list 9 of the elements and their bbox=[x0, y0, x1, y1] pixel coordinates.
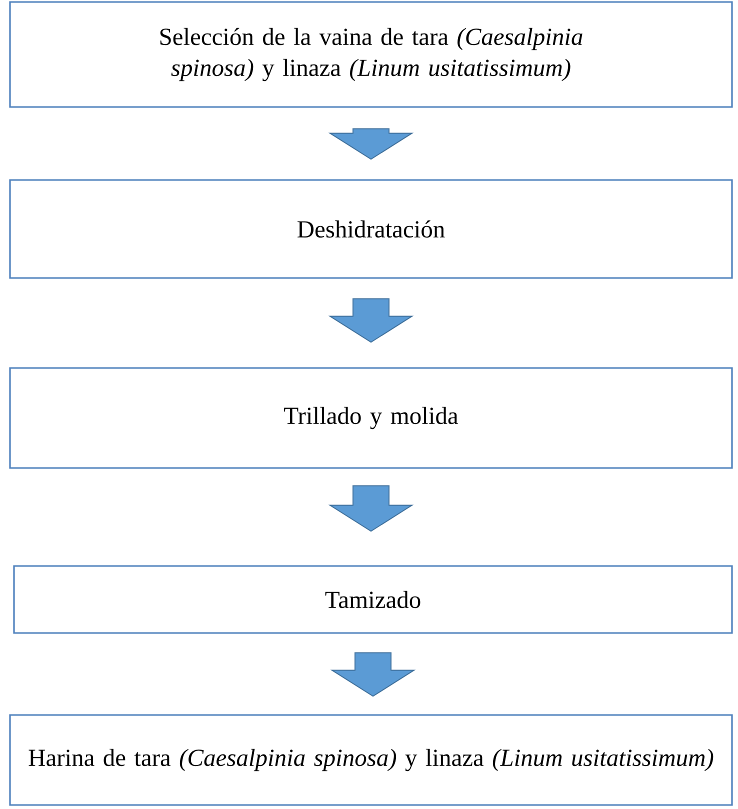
block-arrow bbox=[328, 128, 414, 160]
process-box: Trillado y molida bbox=[9, 367, 733, 469]
process-box: Deshidratación bbox=[9, 179, 733, 279]
block-arrow bbox=[330, 652, 416, 697]
process-box: Harina de tara (Caesalpinia spinosa) y linaza (Linum usitatissimum) bbox=[9, 714, 733, 806]
process-box: Selección de la vaina de tara (Caesalpinia spinosa) y linaza (Linum usitatissimum) bbox=[9, 1, 733, 108]
process-box: Tamizado bbox=[13, 565, 733, 634]
block-arrow bbox=[328, 485, 414, 532]
block-arrow bbox=[328, 298, 414, 343]
